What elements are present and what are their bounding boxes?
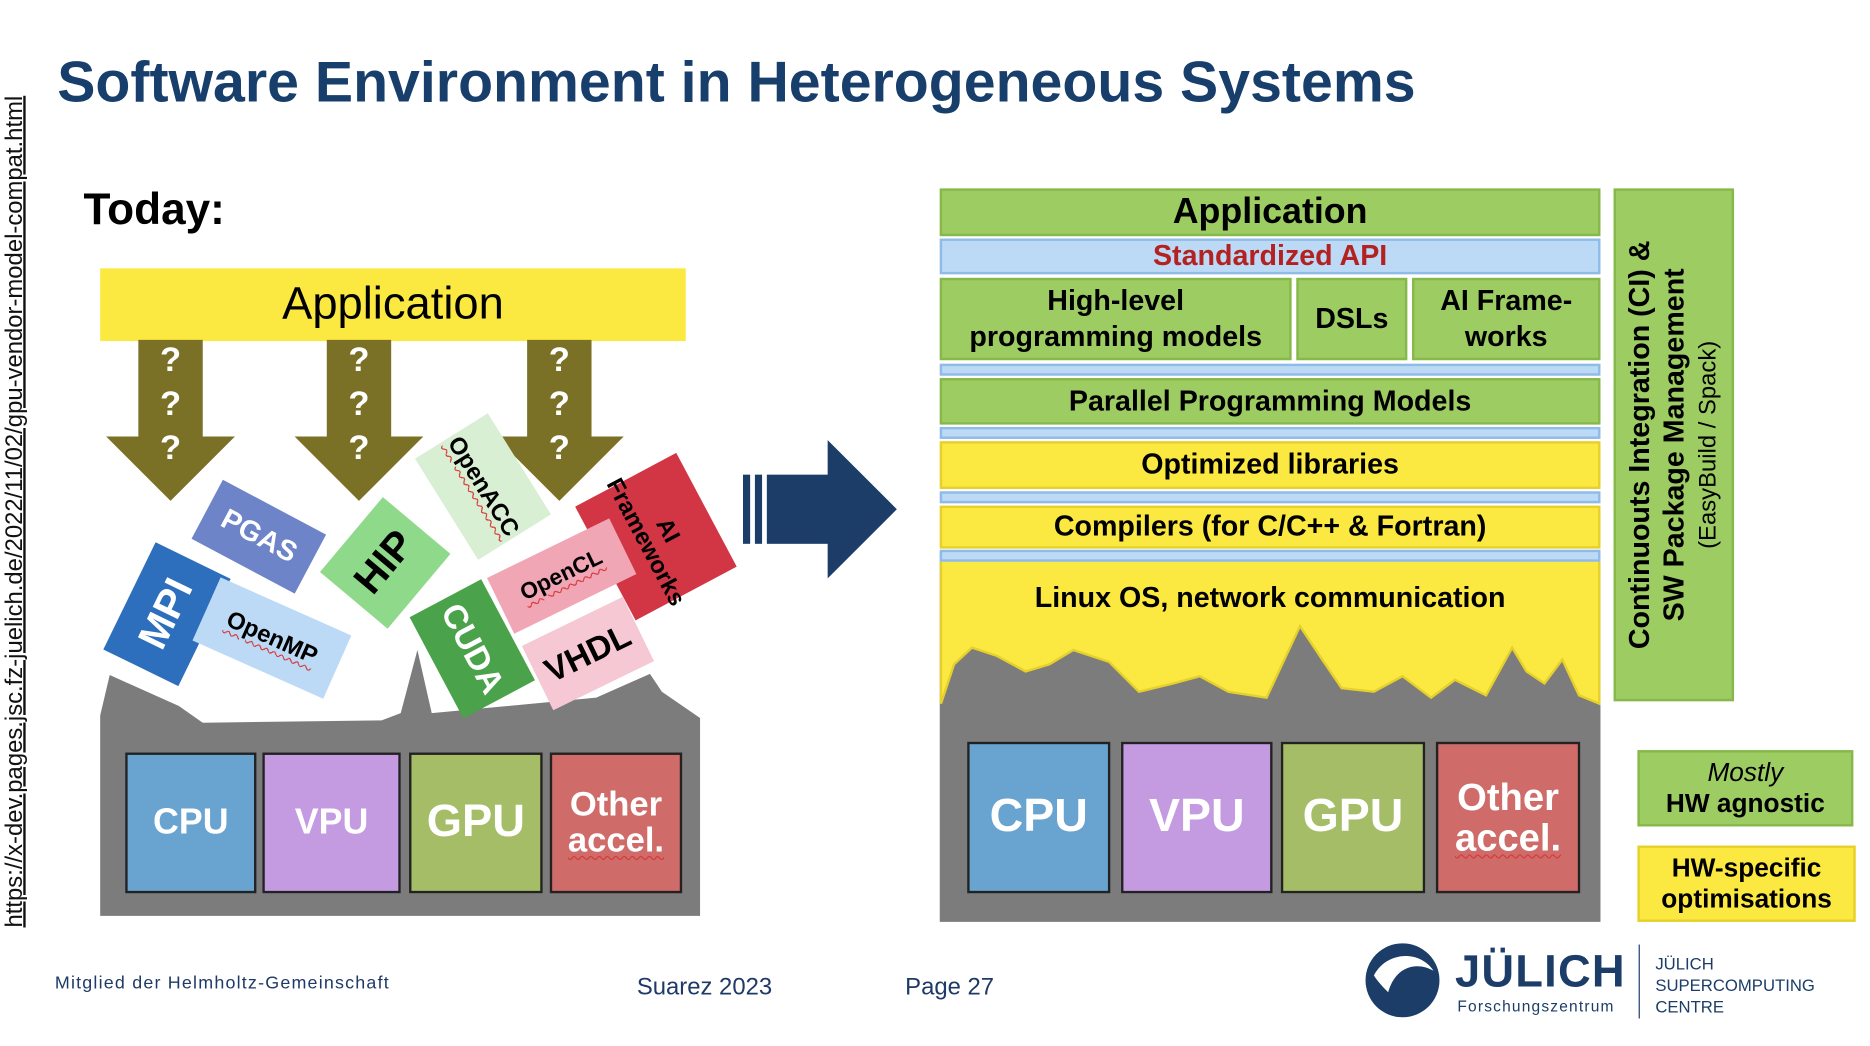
api-separator-2 [939,426,1601,439]
transition-arrow [742,440,897,579]
question-marks-1: ??? [159,341,182,468]
down-arrow-3 [494,339,624,501]
footer-author: Suarez 2023 [636,974,773,1001]
standardized-api: Standardized API [939,238,1601,275]
left-application-bar: Application [100,268,686,342]
footer-page: Page 27 [905,974,995,1001]
juelich-logo-icon [1365,943,1440,1018]
down-arrow-2 [294,339,424,501]
api-separator-1 [939,363,1601,376]
api-separator-4 [939,549,1601,562]
linux-os-label: Linux OS, network communication [1034,581,1506,615]
footer-divider [1638,944,1640,1019]
footer-member: Mitglied der Helmholtz-Gemeinschaft [54,973,390,994]
parallel-programming-models: Parallel Programming Models [939,378,1601,425]
ci-package-management: Continuouts Integration (CI) & SW Packag… [1613,188,1735,702]
juelich-logo-text: JÜLICH [1454,946,1626,998]
ai-frameworks: AI Frame-works [1412,277,1601,361]
juelich-logo-subtitle: Forschungszentrum [1457,997,1615,1015]
question-marks-3: ??? [548,341,570,468]
left-gpu-box: GPU [409,752,543,894]
stack-application: Application [939,188,1601,237]
right-vpu-box: VPU [1121,741,1273,894]
question-arrows [106,339,624,501]
optimized-libraries: Optimized libraries [939,441,1601,489]
left-cpu-box: CPU [125,752,257,894]
page-title: Software Environment in Heterogeneous Sy… [57,51,1416,115]
today-label: Today: [83,184,225,234]
left-vpu-box: VPU [262,752,401,894]
compilers: Compilers (for C/C++ & Fortran) [939,505,1601,549]
question-marks-2: ??? [348,341,370,468]
right-gpu-box: GPU [1280,741,1426,894]
dsls: DSLs [1296,277,1408,361]
right-cpu-box: CPU [967,741,1111,894]
api-separator-3 [939,491,1601,504]
